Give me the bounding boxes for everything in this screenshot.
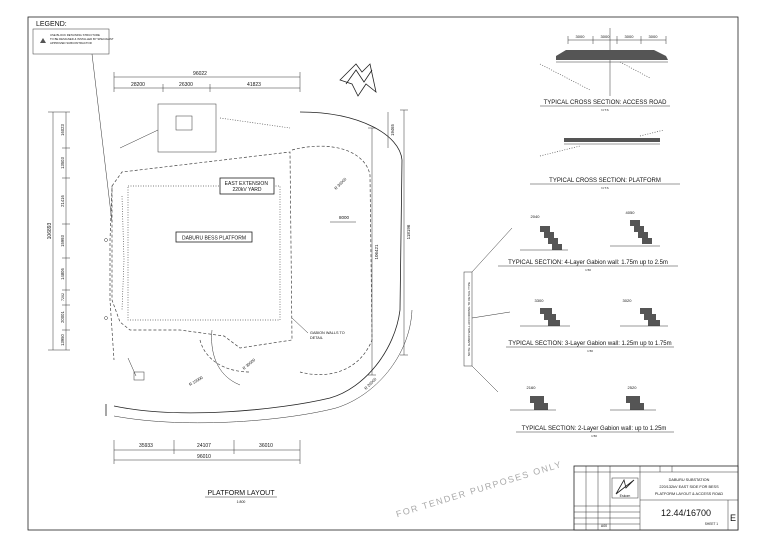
top-dimensions: 96022 28200 26300 41823 (113, 71, 301, 92)
sheet-border (27, 16, 739, 531)
left-dim-5: 14806 (60, 268, 65, 280)
legend-title: LEGEND: (36, 21, 67, 28)
road-dim-3: 3000 (625, 34, 635, 39)
gabion4-dim-1: 2040 (531, 214, 541, 219)
bess-platform-outline (127, 185, 281, 321)
platform-section-scale: N.T.S (601, 186, 608, 190)
right-dim-1: 118196 (406, 224, 411, 239)
top-dim-3: 41823 (247, 82, 261, 88)
gabion3-dim-1: 3300 (535, 298, 545, 303)
plan-scale: 1:800 (237, 500, 246, 504)
left-dim-1: 16023 (60, 124, 65, 136)
platform-plan (104, 103, 413, 424)
platform-section: TYPICAL CROSS SECTION: PLATFORM N.T.S (530, 129, 680, 190)
project-line-2: 220/132kV EAST SIDE FOR BESS (659, 485, 719, 489)
legend-item-text: USE BLOCK RETAINING STRUCTURE TO BE DESI… (50, 33, 114, 45)
plan-title: PLATFORM LAYOUT (207, 490, 275, 497)
title-block-scale-cell: A00 (601, 524, 607, 528)
gabion-note-line: GABION WALLS TO (310, 331, 345, 335)
gabion3-title: TYPICAL SECTION: 3-Layer Gabion wall: 1.… (508, 341, 671, 347)
left-dim-6: 7202 (61, 293, 65, 301)
side-note-arrow-1 (471, 227, 513, 273)
side-note-box (463, 271, 473, 367)
sheet-number: SHEET 1 (705, 522, 718, 526)
east-extension-line: EAST EXTENSION (225, 181, 269, 187)
platform-label: DABURU BESS PLATFORM (182, 236, 246, 242)
side-note-arrow-2 (471, 311, 511, 319)
gabion4-title: TYPICAL SECTION: 4-Layer Gabion wall: 1.… (508, 260, 668, 266)
gabion3-section: 3300 3020 TYPICAL SECTION: 3-Layer Gabio… (506, 298, 674, 353)
project-line-3: PLATFORM LAYOUT & ACCESS ROAD (655, 492, 724, 496)
north-arrow-icon (339, 63, 377, 97)
drawing-number: 12.44/16700 (661, 508, 711, 518)
gabion4-dim-2: 4050 (626, 210, 636, 215)
gabion4-section: 2040 4050 TYPICAL SECTION: 4-Layer Gabio… (498, 210, 678, 272)
legend-leader-line (91, 53, 113, 223)
access-road-section: 3000 3000 3000 3000 TYPICAL CROSS SECTIO… (539, 28, 670, 112)
gabion2-dim-1: 2160 (527, 385, 537, 390)
bottom-dim-3: 36010 (259, 443, 273, 449)
radius-label-2: R 30000 (241, 357, 256, 371)
mid-dim: 8000 (339, 215, 350, 220)
side-note: NOTE: GABION WALL ACCORDING TO DETAIL TY… (467, 282, 471, 356)
title-block: Eskom A00 DABURU SUBSTATION 220/132kV EA… (573, 465, 739, 531)
road-dim-1: 3000 (576, 34, 586, 39)
east-extension-line: 220kV YARD (233, 187, 262, 193)
left-dim-4: 15993 (60, 235, 65, 247)
gabion2-title: TYPICAL SECTION: 2-Layer Gabion wall: up… (522, 426, 667, 432)
access-road-title: TYPICAL CROSS SECTION: ACCESS ROAD (544, 100, 667, 106)
bottom-dimensions: 35933 24107 36010 96010 (113, 440, 301, 464)
radius-label-3: R 15000 (188, 375, 204, 387)
legend-item-line: TO BE DESIGNED & INSTALLED BY SPECIALIST (50, 37, 114, 41)
right-dim-2: 106421 (374, 244, 379, 260)
radius-label-1: R 30000 (333, 176, 348, 191)
gabion2-dim-2: 2520 (628, 385, 638, 390)
east-extension-box (219, 177, 275, 195)
title-block-logo: Eskom (620, 494, 631, 498)
left-dim-8: 13950 (60, 334, 65, 346)
watermark: FOR TENDER PURPOSES ONLY (395, 459, 564, 519)
top-dim-2: 26300 (179, 82, 193, 88)
legend-item-line: APPROVED SUBCONTRACTOR (50, 41, 92, 45)
road-dim-2: 3000 (601, 34, 611, 39)
left-dim-2: 13503 (60, 157, 65, 169)
gabion4-scale: 1:50 (585, 268, 591, 272)
gabion3-dim-2: 3020 (623, 298, 633, 303)
left-overall-dim: 106893 (47, 222, 53, 239)
project-line-1: DABURU SUBSTATION (669, 478, 710, 482)
right-dim-3: 19465 (390, 124, 395, 136)
side-note-arrow-3 (471, 365, 499, 393)
top-overall-dim: 96022 (193, 71, 207, 77)
bottom-overall-dim: 96010 (197, 454, 211, 460)
platform-label-box (175, 231, 253, 243)
bottom-dim-1: 35933 (139, 443, 153, 449)
right-dimensions: 118196 106421 19465 8000 (330, 109, 411, 376)
legend-triangle-icon (40, 38, 46, 43)
platform-section-title: TYPICAL CROSS SECTION: PLATFORM (549, 178, 661, 184)
radius-label-4: R 20000 (363, 376, 378, 391)
road-dim-4: 3000 (649, 34, 659, 39)
bottom-dim-2: 24107 (197, 443, 211, 449)
left-dim-3: 21416 (60, 195, 65, 207)
legend-item-line: USE BLOCK RETAINING STRUCTURE (50, 33, 100, 37)
gabion2-scale: 1:50 (591, 434, 597, 438)
access-road-scale: N.T.S (601, 108, 608, 112)
revision: E (730, 513, 736, 523)
top-dim-1: 28200 (131, 82, 145, 88)
gabion-note-line: DETAIL (310, 336, 323, 340)
gabion-note: GABION WALLS TO DETAIL (310, 331, 346, 340)
gabion-note-leader (291, 317, 309, 334)
legend-box (32, 28, 110, 55)
left-dimensions: 106893 16023 13503 21416 15993 14806 720… (47, 111, 70, 351)
east-extension-label: EAST EXTENSION 220kV YARD (225, 181, 270, 193)
left-dim-7: 20001 (60, 311, 65, 323)
gabion3-scale: 1:50 (587, 349, 593, 353)
gabion2-section: 2160 2520 TYPICAL SECTION: 2-Layer Gabio… (510, 385, 674, 438)
